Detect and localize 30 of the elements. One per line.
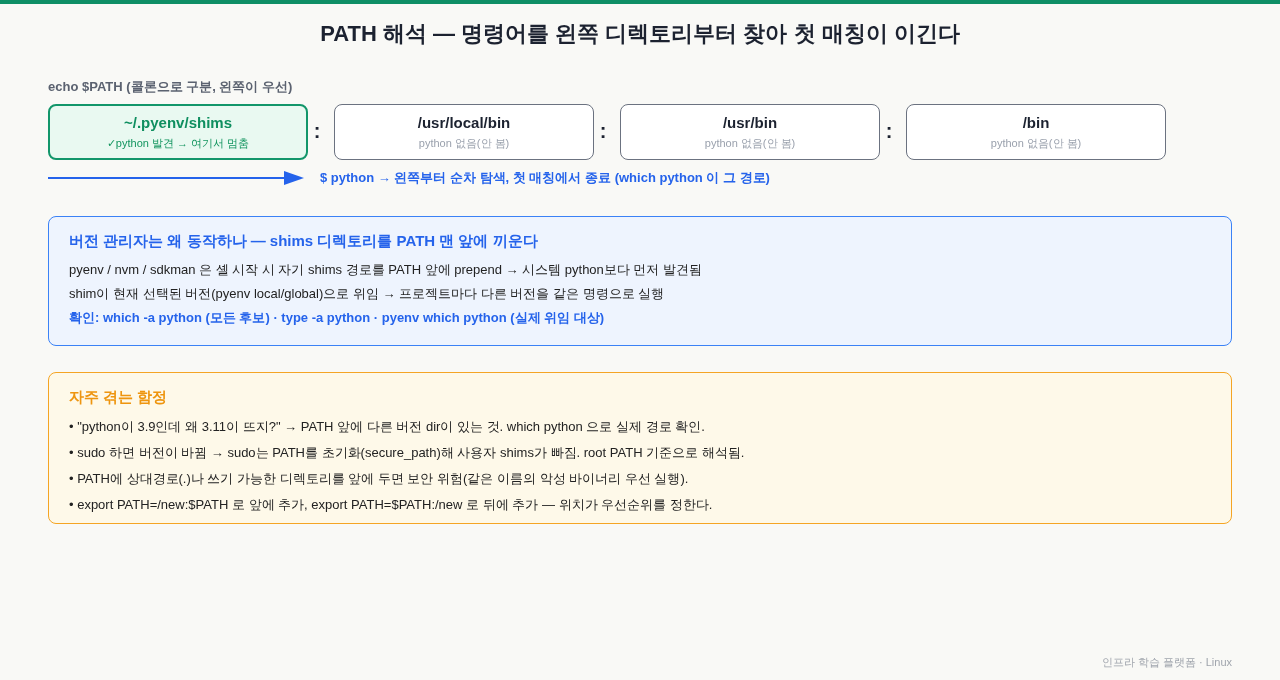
directory-path: /usr/local/bin	[417, 113, 511, 133]
panel-heading: 버전 관리자는 왜 동작하나 — shims 디렉토리를 PATH 맨 앞에 끼운다	[69, 231, 538, 251]
pitfall-item: • PATH에 상대경로(.)나 쓰기 가능한 디렉토리를 앞에 두면 보안 위험(같은 이름의 악성 바이너리 우선 실행).	[69, 470, 689, 488]
footer-text: 인프라 학습 플랫폼 · Linux	[1101, 655, 1232, 670]
info-panel	[48, 216, 1232, 346]
pitfall-item: • export PATH=/new:$PATH 로 앞에 추가, export PATH=$PATH:/new 로 뒤에 추가 — 위치가 우선순위를 정한다.	[69, 496, 713, 514]
explanation-text: shim이 현재 선택된 버전(pyenv local/global)으로 위임 → 프로젝트마다 다른 버전을 같은 명령으로 실행	[69, 285, 665, 303]
search-status: python 없음(안 봄)	[418, 136, 510, 151]
search-status: ✓python 발견 → 여기서 멈춤	[106, 136, 250, 151]
directory-card	[620, 104, 880, 160]
command-hint: 확인: which -a python (모든 후보) · type -a python · pyenv which python (실제 위임 대상)	[69, 309, 605, 327]
pitfall-item: • sudo 하면 버전이 바뀜 → sudo는 PATH를 초기화(secure_path)해 사용자 shims가 빠짐. root PATH 기준으로 해석됨.	[69, 444, 745, 462]
directory-card	[48, 104, 308, 160]
search-status: python 없음(안 봄)	[704, 136, 796, 151]
directory-path: ~/.pyenv/shims	[124, 113, 232, 133]
path-separator: :	[313, 120, 321, 142]
search-order-note: $ python → 왼쪽부터 순차 탐색, 첫 매칭에서 종료 (which python 이 그 경로)	[320, 169, 770, 187]
page-title: PATH 해석 — 명령어를 왼쪽 디렉토리부터 찾아 첫 매칭이 이긴다	[320, 20, 960, 48]
directory-card	[334, 104, 594, 160]
path-separator: :	[885, 120, 893, 142]
pitfall-item: • "python이 3.9인데 왜 3.11이 뜨지?" → PATH 앞에 다른 버전 dir이 있는 것. which python 으로 실제 경로 확인.	[69, 418, 705, 436]
directory-card	[906, 104, 1166, 160]
explanation-text: pyenv / nvm / sdkman 은 셸 시작 시 자기 shims 경로를 PATH 앞에 prepend → 시스템 python보다 먼저 발견됨	[69, 261, 703, 279]
directory-path: /usr/bin	[722, 113, 778, 133]
command-caption: echo $PATH (콜론으로 구분, 왼쪽이 우선)	[48, 78, 293, 96]
search-status: python 없음(안 봄)	[990, 136, 1082, 151]
directory-path: /bin	[1022, 113, 1050, 133]
warning-panel	[48, 372, 1232, 524]
panel-heading: 자주 겪는 함정	[69, 387, 168, 407]
path-separator: :	[599, 120, 607, 142]
